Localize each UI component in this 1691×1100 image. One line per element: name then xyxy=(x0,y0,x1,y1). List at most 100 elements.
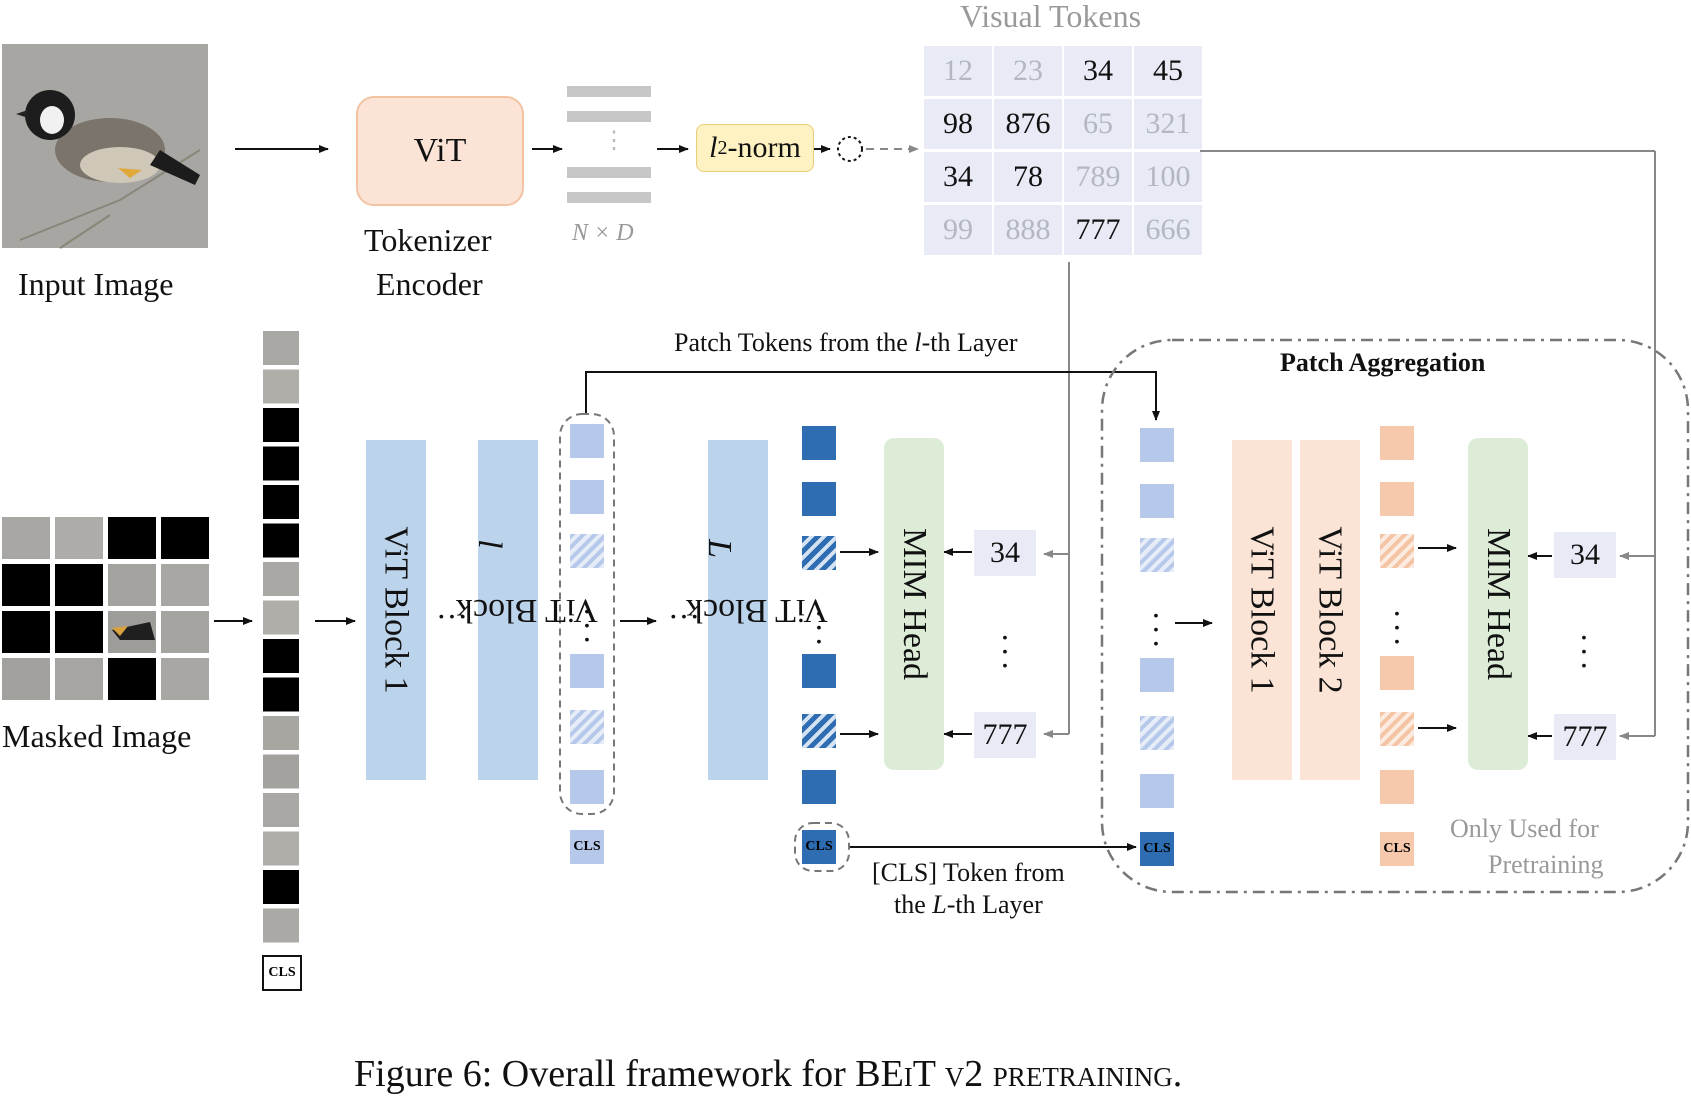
layer-l-token-4 xyxy=(570,654,604,688)
caption-prefix: Figure 6: Overall framework for xyxy=(354,1053,856,1095)
vit-block-l: ViT Block l xyxy=(456,440,598,780)
layer-L-token-6 xyxy=(802,770,836,804)
agg-output-token-5-masked xyxy=(1380,712,1414,746)
agg-output-cls-label: CLS xyxy=(1383,841,1411,856)
mim-target-top: 34 xyxy=(974,530,1036,576)
masked-patch xyxy=(263,870,299,904)
layer-l-cls-label: CLS xyxy=(573,839,601,854)
layer-L-ellipsis: ··· xyxy=(813,595,825,659)
visible-patch xyxy=(263,831,299,866)
visual-token-cell: 23 xyxy=(994,46,1062,96)
visual-token-cell: 34 xyxy=(1064,46,1132,96)
layer-l-token-5-masked xyxy=(570,710,604,744)
mim-target-ellipsis: ··· xyxy=(999,619,1011,683)
layer-L-token-5-masked xyxy=(802,714,836,748)
agg-vit-block-2-label: ViT Block 2 xyxy=(1312,526,1350,694)
patch-tokens-prefix: Patch Tokens from the xyxy=(674,328,915,357)
vit-block-1-label: ViT Block 1 xyxy=(378,526,416,694)
agg-input-token-4 xyxy=(1140,658,1174,692)
visual-token-cell: 321 xyxy=(1134,99,1202,149)
agg-input-cls-token: CLS xyxy=(1140,832,1174,866)
cls-line2-suffix: -th Layer xyxy=(946,890,1043,919)
visual-token-cell: 100 xyxy=(1134,152,1202,202)
agg-vit-block-2: ViT Block 2 xyxy=(1300,440,1360,780)
cls-line2-var: L xyxy=(932,890,947,919)
l2-norm-label: -norm xyxy=(727,131,801,164)
visible-patch xyxy=(263,562,299,596)
patch-aggregation-title: Patch Aggregation xyxy=(1280,348,1486,377)
visual-token-cell: 12 xyxy=(924,46,992,96)
layer-L-cls-label: CLS xyxy=(805,839,833,854)
agg-note-line2: Pretraining xyxy=(1488,850,1604,879)
l2-norm-symbol: l xyxy=(709,131,718,164)
agg-vit-block-1-label: ViT Block 1 xyxy=(1244,526,1282,694)
patch-tokens-var: l xyxy=(914,328,922,357)
layer-l-token-1 xyxy=(570,424,604,458)
tokenizer-vit-label: ViT xyxy=(413,132,467,169)
layer-l-cls-token: CLS xyxy=(570,830,604,864)
feature-shape-label: N × D xyxy=(572,220,634,246)
visual-token-cell: 45 xyxy=(1134,46,1202,96)
agg-output-ellipsis: ··· xyxy=(1391,595,1403,659)
masked-patch xyxy=(263,485,299,519)
visual-token-cell: 78 xyxy=(994,152,1062,202)
masked-patch xyxy=(263,677,299,712)
vit-block-l-var: l xyxy=(471,539,509,549)
layer-l-token-3-masked xyxy=(570,534,604,568)
visible-patch xyxy=(263,908,299,943)
masked-patch xyxy=(263,408,299,442)
agg-output-token-6 xyxy=(1380,770,1414,804)
agg-output-token-4 xyxy=(1380,656,1414,690)
visual-token-cell: 888 xyxy=(994,205,1062,255)
visual-token-cell: 666 xyxy=(1134,205,1202,255)
dots-before-block-L: ··· xyxy=(668,598,700,634)
vit-block-L: ViT Block L xyxy=(686,440,828,780)
agg-input-token-3-masked xyxy=(1140,538,1174,572)
layer-L-cls-token: CLS xyxy=(802,830,836,864)
masked-patch xyxy=(263,523,299,558)
layer-l-token-2 xyxy=(570,480,604,514)
dots-between-blocks: ··· xyxy=(436,598,468,634)
vit-block-L-var: L xyxy=(701,539,739,559)
agg-input-token-1 xyxy=(1140,428,1174,462)
vit-block-1: ViT Block 1 xyxy=(366,440,426,780)
flattened-patch-sequence xyxy=(263,331,299,943)
masked-patch xyxy=(263,446,299,481)
feature-ellipsis: ⋮ xyxy=(602,128,626,154)
agg-note-line1: Only Used for xyxy=(1450,814,1599,843)
visible-patch xyxy=(263,331,299,365)
visual-token-cell: 876 xyxy=(994,99,1062,149)
visual-token-cell: 98 xyxy=(924,99,992,149)
agg-output-token-2 xyxy=(1380,482,1414,516)
visual-token-cell: 99 xyxy=(924,205,992,255)
masked-patch xyxy=(263,639,299,673)
layer-L-token-4 xyxy=(802,654,836,688)
layer-L-token-1 xyxy=(802,426,836,460)
cls-line2-prefix: the xyxy=(894,890,933,919)
visible-patch xyxy=(263,716,299,750)
tokenizer-caption-line2: Encoder xyxy=(376,266,483,302)
figure-caption: Figure 6: Overall framework for BEiT v2 … xyxy=(354,1052,1182,1096)
visual-tokens-title: Visual Tokens xyxy=(960,0,1142,34)
agg-vit-block-1: ViT Block 1 xyxy=(1232,440,1292,780)
agg-target-bottom: 777 xyxy=(1554,714,1616,760)
input-cls-label: CLS xyxy=(268,965,296,980)
visible-patch xyxy=(263,600,299,635)
caption-suffix: v2 pretraining. xyxy=(935,1053,1183,1095)
agg-target-ellipsis: ··· xyxy=(1578,619,1590,683)
masked-image-label: Masked Image xyxy=(2,718,192,754)
agg-output-token-3-masked xyxy=(1380,534,1414,568)
agg-mim-head-label: MIM Head xyxy=(1480,527,1517,681)
l2-norm-subscript: 2 xyxy=(717,136,728,159)
agg-target-top: 34 xyxy=(1554,532,1616,578)
input-image-label: Input Image xyxy=(18,266,174,302)
visible-patch xyxy=(263,754,299,789)
layer-L-token-2 xyxy=(802,482,836,516)
visual-token-cell: 789 xyxy=(1064,152,1132,202)
layer-l-ellipsis: ··· xyxy=(581,593,593,657)
tokenizer-vit-box: ViT xyxy=(356,96,524,206)
visible-patch xyxy=(263,793,299,827)
